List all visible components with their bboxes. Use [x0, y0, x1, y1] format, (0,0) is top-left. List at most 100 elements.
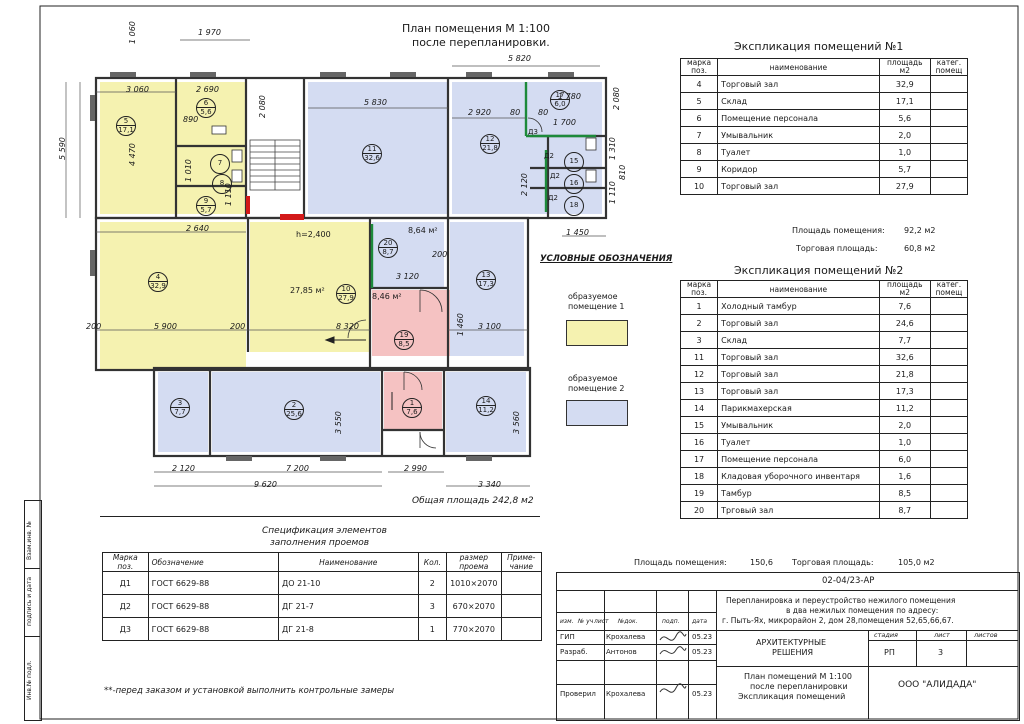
dim-label: 2 120 [172, 464, 195, 473]
room-tag: 8 [212, 174, 232, 194]
cell-area: 17,1 [878, 92, 931, 110]
room-area: 32,6 [364, 154, 380, 162]
dim-label: 5 590 [58, 137, 67, 160]
sheet-frame [39, 5, 1019, 720]
expl1-trade-label: Торговая площадь: [796, 244, 878, 253]
cell-cat [929, 160, 969, 178]
tb-line [556, 630, 1018, 631]
legend-item-2: образуемое помещение 2 [568, 374, 625, 393]
cell-n: 15 [679, 416, 719, 434]
cell-cat [929, 126, 969, 144]
stamp-r2-name: Антонов [606, 648, 637, 656]
room-number: 1 [403, 399, 421, 408]
cell-n: 13 [679, 382, 719, 400]
cell-n: 8 [679, 143, 719, 161]
cell-area: 1,6 [878, 467, 931, 485]
dim-label: 1 700 [553, 118, 576, 127]
dim-label: 3 060 [126, 85, 149, 94]
windows [90, 72, 574, 461]
signature-1 [659, 631, 687, 641]
stamp-stage: РП [884, 648, 895, 657]
stamp-h-uch: № уч [578, 618, 594, 625]
door-swings [347, 117, 543, 449]
cell-cat [929, 92, 969, 110]
cell-cat [929, 365, 969, 383]
cell-size: 770×2070 [446, 617, 502, 641]
expl1-trade-value: 60,8 м2 [904, 244, 936, 253]
cell-name: ДО 21-10 [278, 571, 419, 595]
cell-mark: Д1 [102, 571, 149, 595]
cell-note [500, 594, 542, 618]
cell-area: 11,2 [878, 399, 931, 417]
room-number: 13 [477, 271, 495, 280]
dimension-lines [65, 39, 606, 487]
side-stamp-divider [24, 568, 40, 569]
cell-cat [929, 433, 969, 451]
spec-caption-2: заполнения проемов [270, 538, 370, 548]
cell-mark: Д2 [102, 594, 149, 618]
room-number: 2 [285, 401, 303, 410]
height-note: h=2,400 [296, 230, 331, 239]
cell-name: Туалет [717, 143, 880, 161]
cell-n: 12 [679, 365, 719, 383]
stamp-h-list: лист [594, 618, 609, 625]
stamp-desc-1: Перепланировка и переустройство нежилого… [726, 596, 956, 605]
stamp-sheet-title-3: Экспликация помещений [738, 692, 846, 701]
stairs [249, 139, 301, 191]
room-number: 18 [569, 201, 579, 209]
cell-size: 1010×2070 [446, 571, 502, 595]
cell-area: 5,7 [878, 160, 931, 178]
side-label-3: Инв.№ подл. [26, 660, 33, 701]
dim-label: 7 200 [286, 464, 309, 473]
stamp-desc-3: г. Пыть-Ях, микрорайон 2, дом 28,помещен… [722, 616, 954, 625]
cell-qty: 1 [417, 617, 448, 641]
cell-n: 11 [679, 348, 719, 366]
dim-label: 80 [538, 108, 549, 117]
cell-n: 6 [679, 109, 719, 127]
room-number: 7 [217, 159, 223, 167]
expl2-col-area: площадь м2 [878, 280, 931, 298]
area-note: 8,64 м² [408, 226, 438, 235]
cell-name: Торговый зал [717, 348, 880, 366]
stamp-r2-role: Разраб. [560, 648, 588, 656]
dim-label: 1 970 [198, 28, 221, 37]
cell-mark: Д3 [102, 617, 149, 641]
cell-area: 8,7 [878, 501, 931, 519]
dim-label: 200 [86, 322, 102, 331]
expl1-table: марка поз. наименование площадь м2 катег… [679, 58, 969, 195]
expl1-col-name: наименование [717, 58, 880, 76]
cell-n: 19 [679, 484, 719, 502]
cell-area: 5,6 [878, 109, 931, 127]
spec-col-note: Приме- чание [500, 552, 542, 572]
cell-area: 32,6 [878, 348, 931, 366]
tb-line [716, 590, 717, 719]
stamp-section-1: АРХИТЕКТУРНЫЕ [756, 638, 827, 647]
dim-label: 8 320 [336, 322, 359, 331]
stamp-r3-date: 05.23 [692, 690, 713, 698]
dim-label: 1 060 [128, 21, 137, 44]
cell-n: 7 [679, 126, 719, 144]
cell-name: Трговый зал [717, 501, 880, 519]
cell-area: 27,9 [878, 177, 931, 195]
room-number: 20 [379, 239, 397, 248]
cell-cat [929, 416, 969, 434]
cell-n: 5 [679, 92, 719, 110]
cell-n: 9 [679, 160, 719, 178]
spec-caption-1: Спецификация элементов [262, 526, 387, 536]
cell-name: Тамбур [717, 484, 880, 502]
room-tag: 16 [564, 174, 584, 194]
cell-name: Торговый зал [717, 365, 880, 383]
cell-n: 16 [679, 433, 719, 451]
